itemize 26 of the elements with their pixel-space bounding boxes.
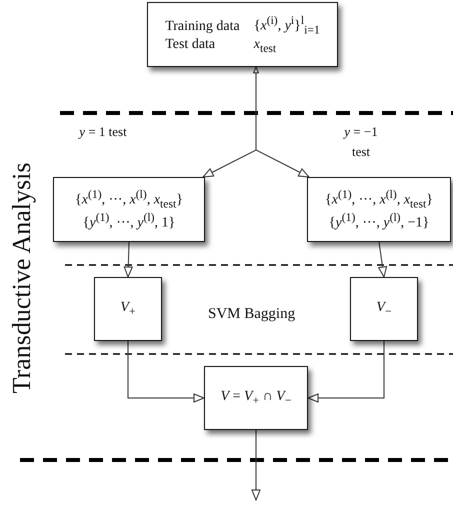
section-label: SVM Bagging: [208, 306, 296, 323]
process-box: [204, 366, 308, 430]
arrow: [253, 66, 310, 178]
math-expression: {y$^{(1)}$, ···, y$^{(l)}$, −1}: [328, 210, 430, 232]
process-box: [53, 177, 205, 242]
math-expression: V = V$_{+}$ ∩ V$_{−}$: [220, 388, 292, 408]
branch-label: y = 1 test: [79, 123, 127, 141]
arrow: [252, 430, 260, 500]
process-box: [307, 177, 451, 242]
arrow: [308, 340, 384, 402]
math-expression: {x$^{(1)}$, ···, x$^{(l)}$, x$_{test}$}: [75, 188, 183, 211]
process-box: [350, 277, 418, 341]
row-label: Training data: [165, 18, 240, 35]
math-value: x$_{test}$: [254, 36, 278, 56]
math-expression: V$_{+}$: [120, 300, 136, 318]
math-expression: {y$^{(1)}$, ···, y$^{(l)}$, 1}: [82, 210, 176, 232]
process-box: [147, 2, 338, 67]
row-label: Test data: [165, 36, 216, 53]
arrow: [378, 242, 388, 278]
math-expression: V$_{−}$: [376, 300, 392, 318]
process-box: [94, 277, 162, 341]
side-label: Transductive Analysis: [7, 162, 37, 394]
arrow: [128, 340, 204, 402]
arrow: [124, 242, 133, 278]
math-expression: {x$^{(1)}$, ···, x$^{(l)}$, x$_{test}$}: [325, 188, 433, 211]
branch-label: y = −1 test: [342, 123, 379, 160]
